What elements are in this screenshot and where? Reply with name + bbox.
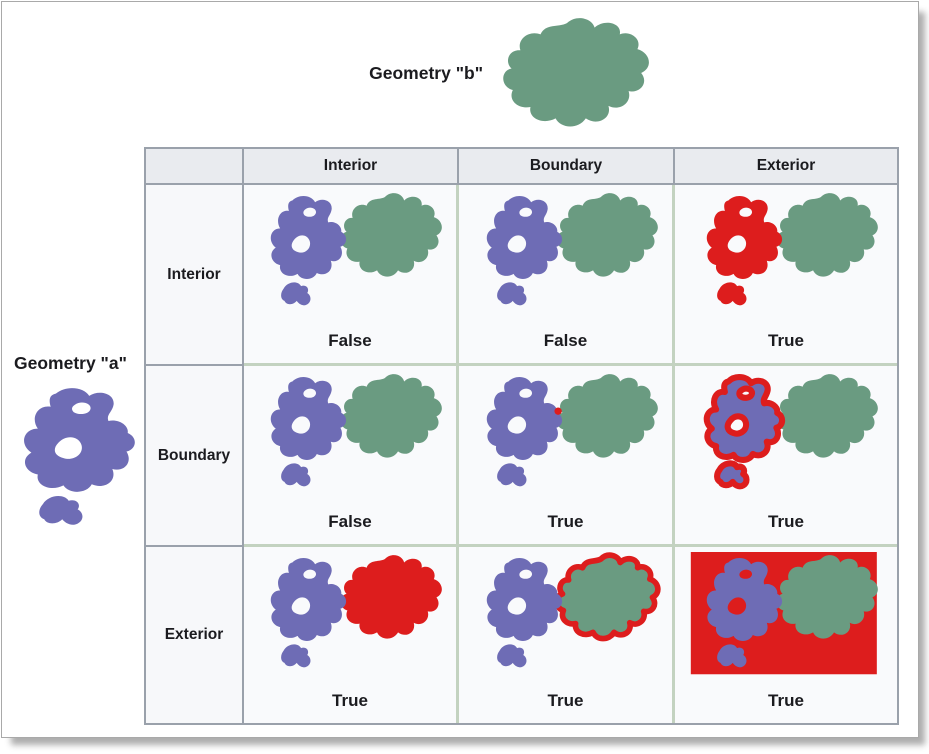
matrix-cell: True	[459, 366, 675, 547]
column-header-interior: Interior	[244, 149, 459, 185]
cell-value: True	[768, 512, 804, 531]
cell-value: True	[768, 691, 804, 710]
matrix-cell: True	[675, 547, 897, 723]
cell-figure	[687, 371, 878, 502]
row-header-interior: Interior	[146, 185, 244, 366]
matrix-cell: False	[459, 185, 675, 366]
matrix-cell: True	[244, 547, 459, 723]
cell-value: True	[547, 691, 584, 710]
document-window: Geometry "b" Geometry "a" Interior Bound…	[1, 1, 919, 738]
cell-figure	[690, 552, 878, 675]
geometry-a-blob	[24, 388, 135, 525]
cell-figure	[486, 552, 665, 668]
cell-figure	[706, 193, 878, 306]
cell-figure	[270, 374, 442, 487]
cell-figure	[486, 193, 658, 306]
column-header-boundary: Boundary	[459, 149, 675, 185]
column-header-exterior: Exterior	[675, 149, 897, 185]
relationship-matrix: Interior Boundary Exterior Interior Fals…	[144, 147, 899, 725]
geometry-b-blob	[503, 18, 649, 127]
cell-figure	[270, 555, 442, 668]
cell-value: False	[543, 331, 588, 350]
cell-value: True	[332, 691, 368, 710]
row-header-boundary: Boundary	[146, 366, 244, 547]
matrix-cell: True	[459, 547, 675, 723]
cell-figure	[486, 374, 658, 487]
cell-value: True	[547, 512, 584, 531]
cell-value: False	[328, 331, 372, 350]
cell-value: False	[328, 512, 372, 531]
cell-value: True	[768, 331, 804, 350]
geometry-a-label: Geometry "a"	[14, 353, 127, 373]
cell-figure	[270, 193, 442, 306]
matrix-cell: False	[244, 366, 459, 547]
matrix-cell: True	[675, 366, 897, 547]
row-header-exterior: Exterior	[146, 547, 244, 723]
matrix-cell: False	[244, 185, 459, 366]
geometry-b-label: Geometry "b"	[369, 63, 483, 83]
matrix-corner-cell	[146, 149, 244, 185]
matrix-cell: True	[675, 185, 897, 366]
